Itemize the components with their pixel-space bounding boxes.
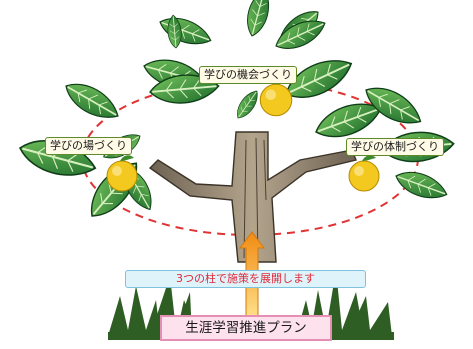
- label-learning-opportunities: 学びの機会づくり: [199, 66, 297, 84]
- label-learning-system: 学びの体制づくり: [346, 138, 444, 156]
- label-learning-places: 学びの場づくり: [45, 137, 132, 155]
- fruit-left: [106, 154, 138, 192]
- pillars-banner: 3つの柱で施策を展開します: [125, 270, 366, 288]
- tree-trunk: [148, 131, 357, 263]
- plan-title-box: 生涯学習推進プラン: [160, 315, 332, 341]
